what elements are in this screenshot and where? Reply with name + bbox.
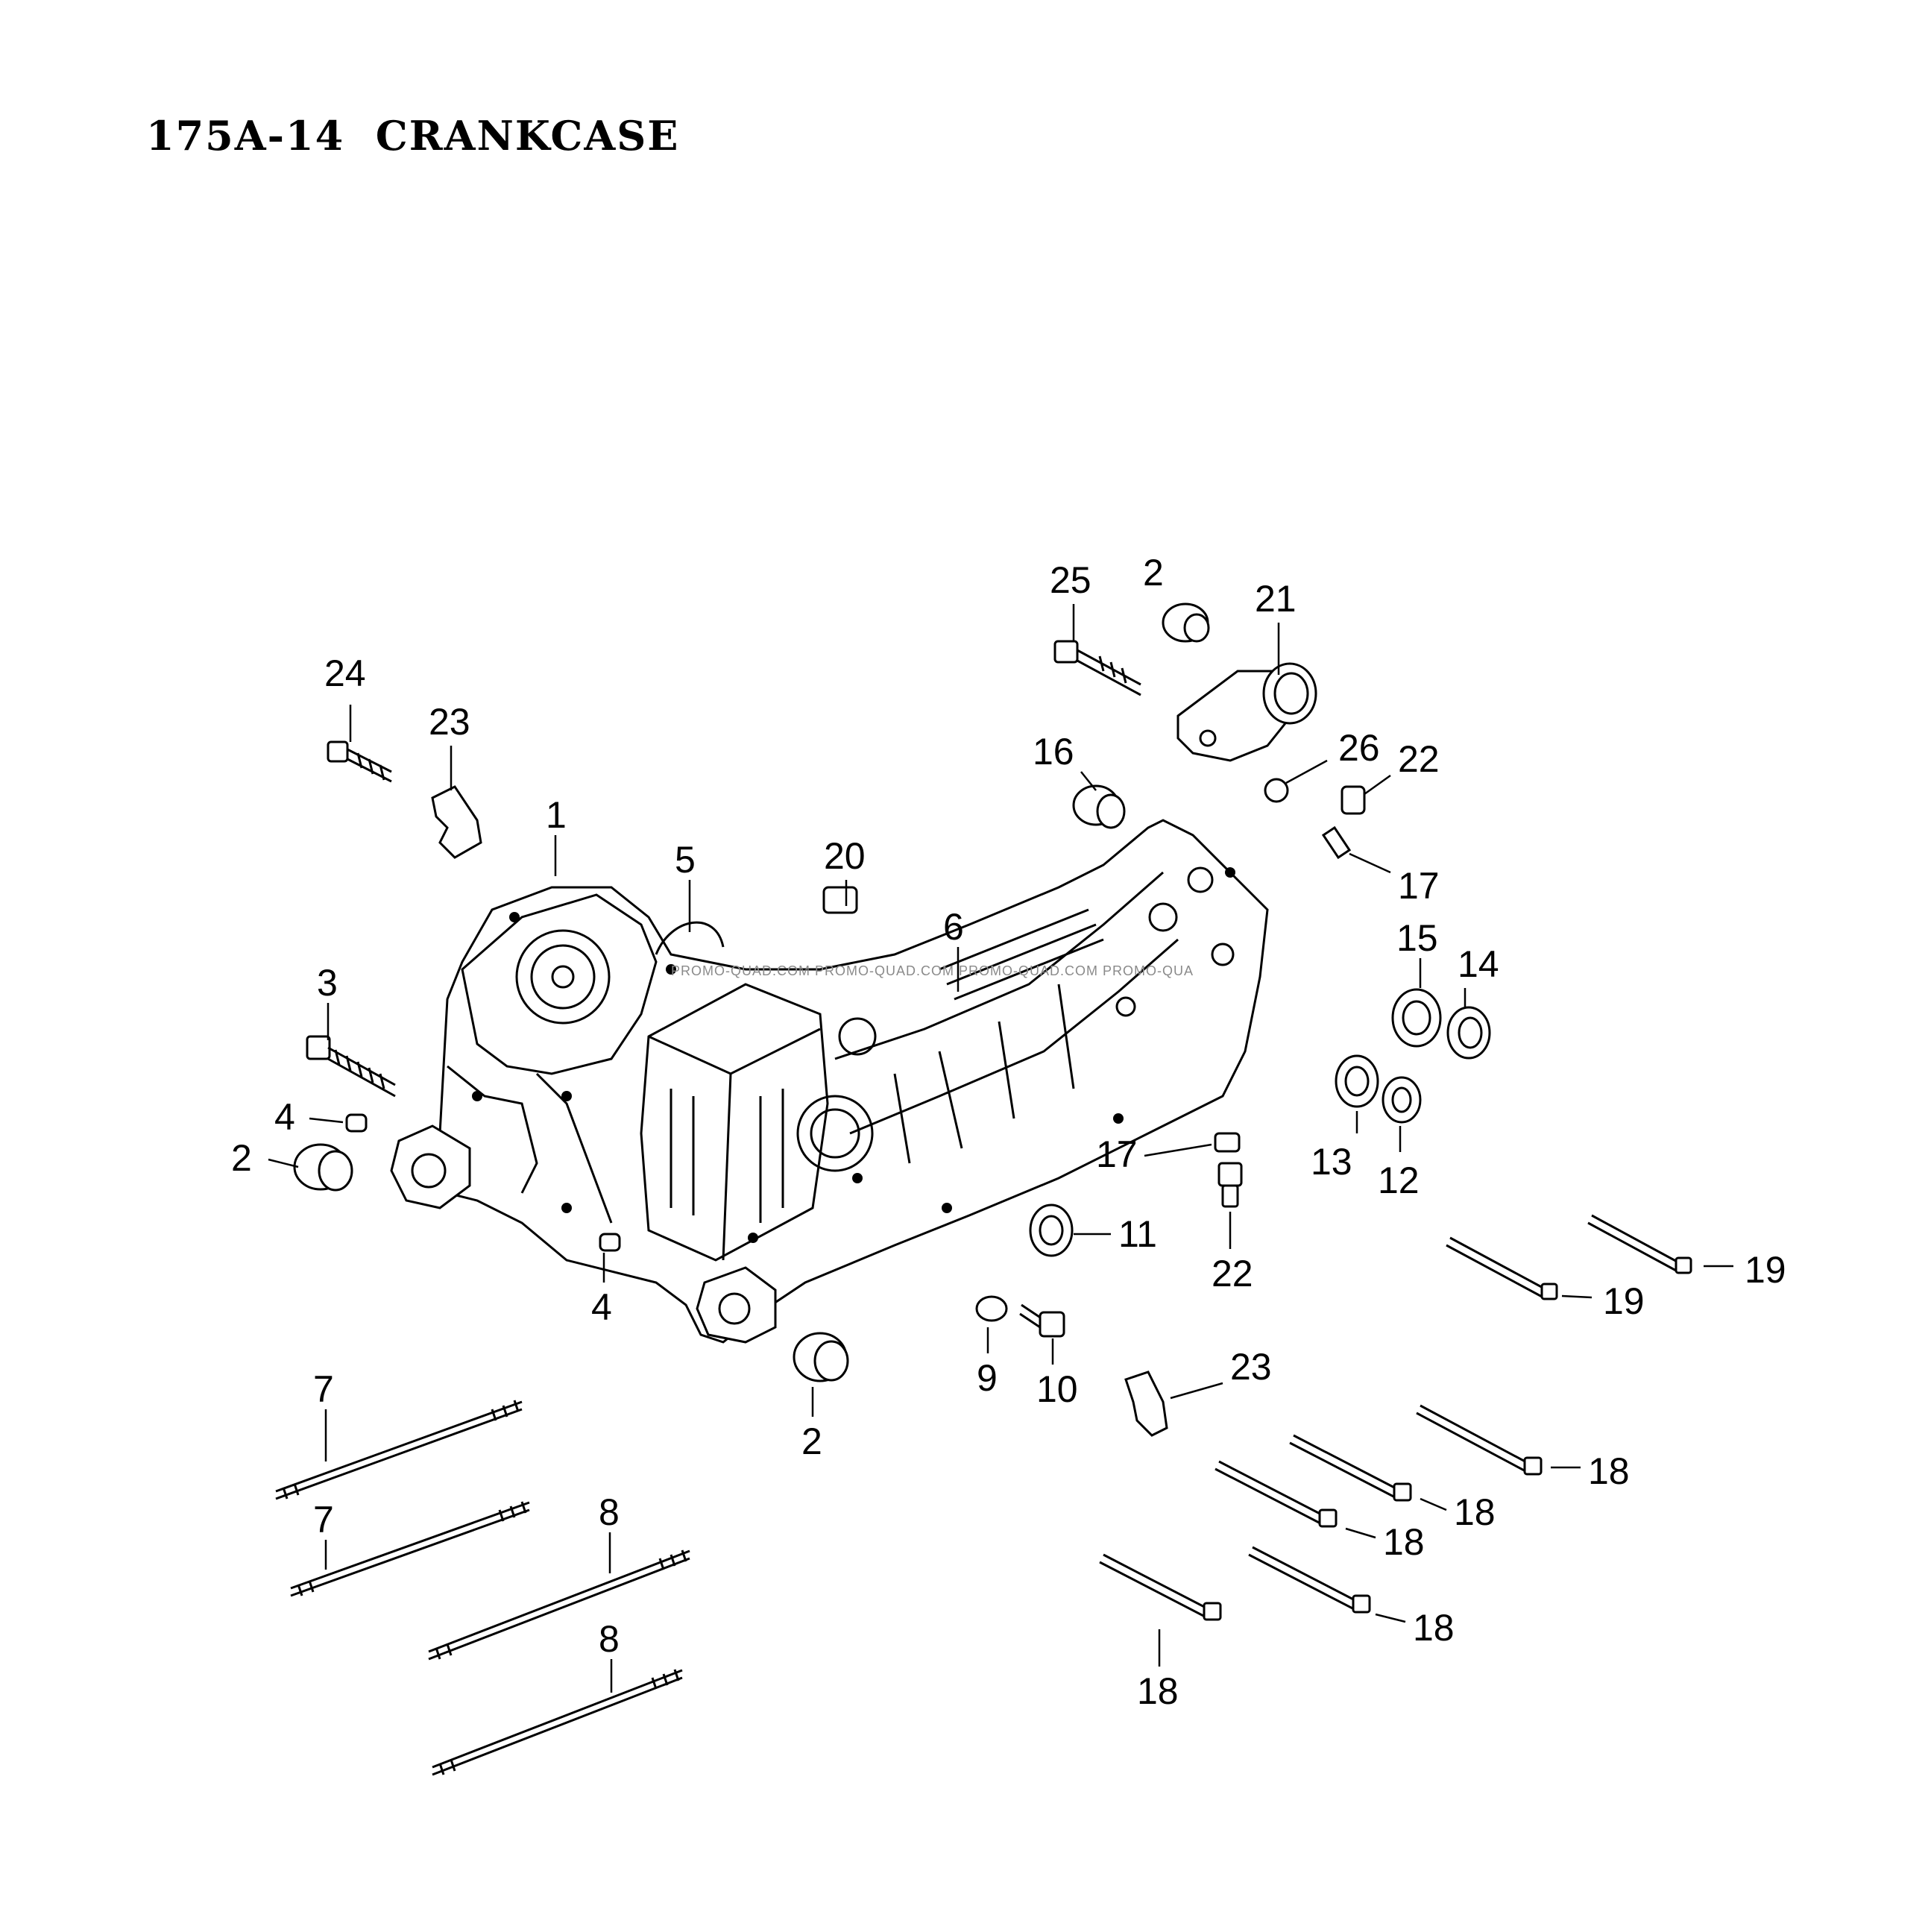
bearing-13: [1335, 1054, 1379, 1108]
callout-20: 20: [824, 835, 866, 877]
callout-11: 11: [1118, 1213, 1157, 1255]
callout-9: 9: [977, 1357, 998, 1399]
callout-7-lower: 7: [313, 1499, 334, 1541]
callout-18-e: 18: [1137, 1670, 1179, 1712]
callout-18-c: 18: [1383, 1521, 1425, 1563]
callout-24: 24: [324, 652, 366, 694]
bearing-15: [1391, 988, 1442, 1048]
washer-17-middle: [1214, 1132, 1241, 1153]
clamp-23-bottom: [1124, 1371, 1168, 1437]
callout-12: 12: [1378, 1159, 1420, 1201]
callout-23-bottom: 23: [1230, 1346, 1272, 1388]
callout-4-lower: 4: [591, 1286, 612, 1328]
callout-8-lower: 8: [599, 1618, 620, 1660]
callout-6: 6: [943, 906, 964, 948]
clamp-23-top: [431, 785, 482, 859]
pin-lower: [599, 1233, 621, 1252]
bolt-19-a: [1587, 1214, 1692, 1274]
dowel-bushing-left: [293, 1143, 353, 1192]
bolt-18-e: [1099, 1553, 1222, 1621]
callout-21: 21: [1255, 578, 1297, 620]
bolt-19-b: [1446, 1236, 1558, 1300]
callout-17-middle: 17: [1096, 1133, 1138, 1175]
callout-22-top: 22: [1398, 738, 1440, 780]
watermark-text: PROMO-QUAD.COM PROMO-QUAD.COM PROMO-QUAD…: [671, 963, 1194, 978]
callout-13: 13: [1311, 1141, 1352, 1183]
callout-22-middle: 22: [1212, 1253, 1253, 1294]
stud-8-upper: [428, 1549, 690, 1661]
washer-9: [975, 1295, 1008, 1322]
bolt-25: [1053, 640, 1141, 696]
callout-8-upper: 8: [599, 1491, 620, 1533]
bearing-12: [1382, 1076, 1422, 1124]
seal-11: [1029, 1203, 1074, 1257]
callout-16: 16: [1033, 731, 1074, 773]
dowel-bushing-bottom: [793, 1332, 849, 1382]
callout-2-top: 2: [1143, 552, 1164, 594]
stud-7-upper: [275, 1400, 523, 1500]
callout-1: 1: [546, 794, 567, 836]
callout-19-left: 19: [1603, 1280, 1645, 1322]
callout-19-right: 19: [1745, 1249, 1786, 1291]
bolt-18-b: [1289, 1434, 1412, 1502]
dowel-bushing-top: [1162, 602, 1210, 643]
nut-26: [1264, 778, 1289, 803]
callout-2-left: 2: [231, 1137, 252, 1179]
bolt-18-c: [1215, 1460, 1338, 1528]
callout-10: 10: [1036, 1368, 1078, 1410]
bracket-21: [1176, 662, 1317, 762]
leader-lines: [268, 604, 1733, 1693]
callout-15: 15: [1396, 917, 1438, 959]
pin-upper: [345, 1113, 368, 1133]
bolt-3: [306, 1035, 396, 1098]
bolt-10: [1019, 1303, 1065, 1338]
callout-14: 14: [1458, 943, 1499, 985]
callout-17-top: 17: [1398, 865, 1440, 907]
callout-25: 25: [1050, 559, 1091, 601]
callout-7-upper: 7: [313, 1368, 334, 1410]
fitting-22-middle: [1217, 1162, 1243, 1208]
bolt-18-a: [1416, 1404, 1543, 1476]
callout-23-top: 23: [429, 701, 470, 743]
callout-18-a: 18: [1588, 1450, 1630, 1492]
callout-18-b: 18: [1454, 1491, 1496, 1533]
seal-14: [1446, 1006, 1491, 1060]
callout-2-bottom: 2: [801, 1420, 822, 1462]
callout-18-d: 18: [1413, 1607, 1455, 1649]
plug-20: [822, 886, 858, 914]
callout-26: 26: [1338, 727, 1380, 769]
callout-numbers: 1 2 2 2 2 3 4 4 5 6 7 7 8 8 9 10 11 12 1…: [231, 552, 1786, 1712]
bolt-24: [327, 740, 392, 783]
stud-8-lower: [432, 1669, 683, 1776]
bushing-16: [1072, 784, 1126, 829]
stud-7-lower: [290, 1501, 530, 1597]
page-title: 175A-14 CRANKCASE: [146, 112, 680, 160]
bolt-18-d: [1248, 1546, 1371, 1614]
fitting-22-top: [1341, 785, 1366, 815]
washer-17-top: [1321, 825, 1352, 860]
crankcase-body: [390, 819, 1269, 1344]
callout-4-upper: 4: [274, 1096, 295, 1138]
callout-5: 5: [675, 839, 696, 881]
callout-3: 3: [317, 962, 338, 1004]
